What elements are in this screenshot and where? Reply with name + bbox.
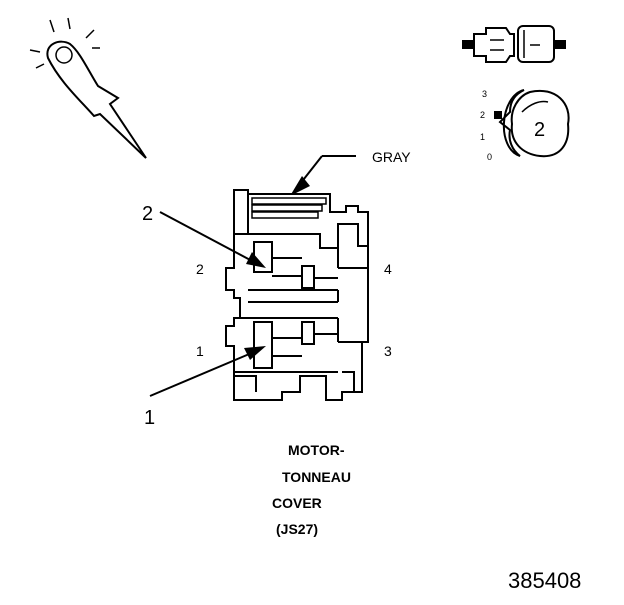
connector-name-line-3: COVER — [272, 495, 322, 511]
figure-number: 385408 — [508, 568, 581, 593]
scale-0: 0 — [487, 152, 492, 162]
scale-2: 2 — [480, 110, 485, 120]
cavity-symbol: 2 — [534, 119, 545, 141]
scale-1: 1 — [480, 132, 485, 142]
pin-1-label: 1 — [196, 343, 204, 359]
flash-rays-icon — [29, 17, 100, 69]
pin-4-label: 4 — [384, 261, 392, 277]
callout-2-label: 2 — [142, 203, 153, 225]
probe-tool-icon — [29, 17, 147, 159]
callout-arrow-1 — [149, 346, 266, 397]
callout-1-label: 1 — [144, 407, 155, 429]
cavity-selector-icon: 3 2 1 0 2 — [480, 89, 570, 162]
connector-name-line-4: (JS27) — [276, 521, 318, 537]
pin-3-label: 3 — [384, 343, 392, 359]
connector-name-line-2: TONNEAU — [282, 469, 351, 485]
terminal-icon — [462, 25, 566, 63]
scale-3: 3 — [482, 89, 487, 99]
pin-2-label: 2 — [196, 261, 204, 277]
connector-housing — [225, 189, 369, 401]
gray-leader — [290, 155, 356, 196]
wire-color-label: GRAY — [372, 149, 411, 165]
connector-name-line-1: MOTOR- — [288, 442, 345, 458]
callout-arrow-2 — [159, 211, 266, 268]
